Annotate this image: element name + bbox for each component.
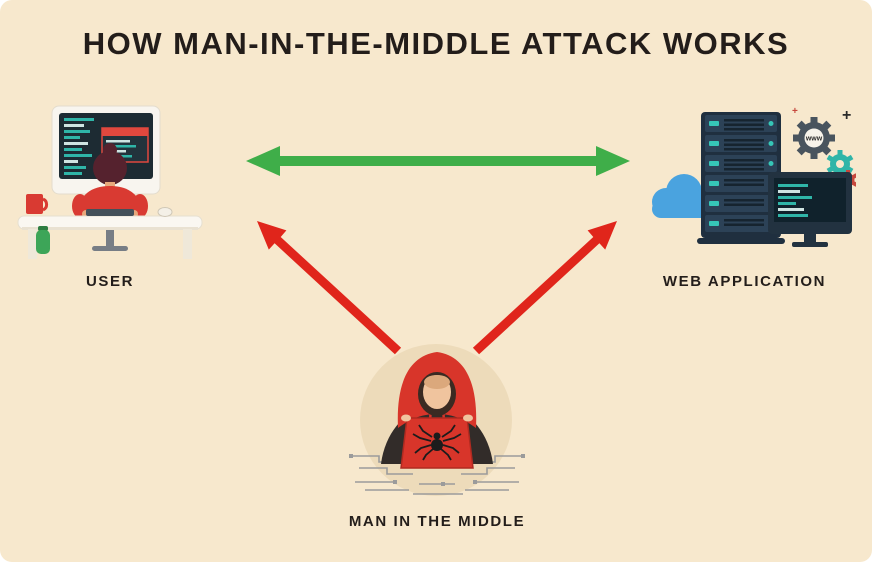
desk-icon — [17, 215, 203, 259]
user-workstation-illustration — [17, 105, 203, 259]
webapp-code-lines-icon — [778, 184, 812, 217]
green-jar-icon — [36, 226, 50, 254]
keyboard-icon — [86, 209, 134, 216]
intercept-arrow-to-web-application — [472, 221, 617, 355]
user-label: USER — [85, 273, 135, 290]
web-application-node: www — [646, 102, 858, 267]
page-title: HOW MAN-IN-THE-MIDDLE ATTACK WORKS — [82, 26, 790, 61]
direct-arrow-user-webapp — [246, 146, 630, 176]
laptop-icon — [400, 414, 474, 469]
web-application-label: WEB APPLICATION — [662, 273, 827, 290]
www-gear-icon: www — [793, 117, 835, 159]
webapp-monitor-icon — [768, 172, 852, 247]
small-plus-icon: + — [792, 106, 798, 117]
chair-icon — [92, 222, 128, 251]
mouse-icon — [157, 207, 173, 217]
mug-icon — [26, 194, 49, 214]
monitor-icon — [51, 105, 161, 195]
man-in-the-middle-label: MAN IN THE MIDDLE — [348, 513, 526, 530]
web-application-illustration: www — [652, 106, 858, 247]
user-node — [10, 94, 210, 269]
www-gear-label: www — [805, 136, 823, 143]
hacker-face-icon — [418, 372, 456, 416]
hacker-illustration — [349, 344, 525, 496]
server-rack-icon — [697, 112, 785, 244]
intercept-arrow-to-user — [257, 221, 402, 355]
plus-icon: + — [842, 107, 851, 124]
spider-icon — [412, 424, 462, 461]
man-in-the-middle-node — [307, 336, 567, 513]
code-lines-icon — [64, 118, 94, 175]
